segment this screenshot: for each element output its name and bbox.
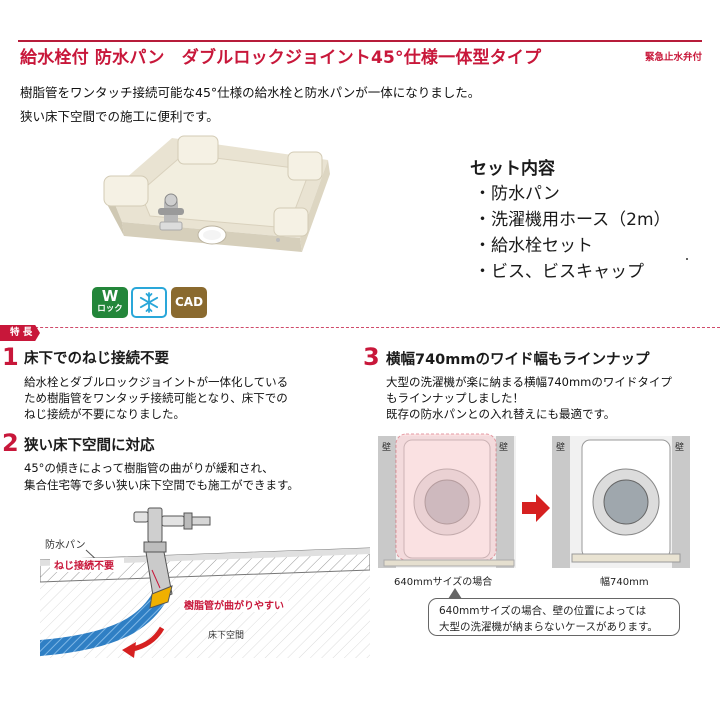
comparison-diagram: 壁 壁 壁 壁 640mmサイズの場合 幅740mm <box>378 433 690 588</box>
feature-1-body-1: 給水栓とダブルロックジョイントが一体化している <box>24 375 289 389</box>
feature-1-title: 床下でのねじ接続不要 <box>24 351 169 367</box>
set-contents-title: セット内容 <box>470 159 555 179</box>
feature-2-body-2: 集合住宅等で多い狭い床下空間でも施工ができます。 <box>24 478 299 492</box>
compare-left-wall-2: 壁 <box>499 441 508 453</box>
pipe-floor-label: 床下空間 <box>208 629 244 641</box>
w-lock-badge: W ロック <box>92 287 128 318</box>
feature-1-body-3: ねじ接続が不要になりました。 <box>24 407 185 421</box>
features-tag: 特 長 <box>0 325 40 341</box>
pipe-bend-label: 樹脂管が曲がりやすい <box>184 599 284 612</box>
feature-1-number: 1 <box>2 343 19 371</box>
cad-badge: CAD <box>171 287 207 318</box>
page-title: 給水栓付 防水パン ダブルロックジョイント45°仕様一体型タイプ <box>20 48 542 68</box>
set-item-faucet: ・給水栓セット <box>474 236 593 256</box>
page-subtitle: 緊急止水弁付 <box>645 52 703 63</box>
snowflake-icon <box>139 292 159 313</box>
compare-right-wall-2: 壁 <box>675 441 684 453</box>
compare-left-caption: 640mmサイズの場合 <box>394 575 492 588</box>
compare-left-wall-1: 壁 <box>382 441 391 453</box>
intro-line-1: 樹脂管をワンタッチ接続可能な45°仕様の給水栓と防水パンが一体になりました。 <box>20 85 481 100</box>
feature-3-body-3: 既存の防水パンとの入れ替えにも最適です。 <box>386 407 616 421</box>
set-item-hose: ・洗濯機用ホース（2m） <box>474 210 671 230</box>
intro-line-2: 狭い床下空間での施工に便利です。 <box>20 109 219 124</box>
compare-right-caption: 幅740mm <box>600 575 649 588</box>
w-lock-badge-text: ロック <box>97 304 123 314</box>
feature-2-body-1: 45°の傾きによって樹脂管の曲がりが緩和され、 <box>24 461 274 475</box>
set-item-pan: ・防水パン <box>474 184 560 204</box>
note-line-1: 640mmサイズの場合、壁の位置によっては <box>439 605 647 617</box>
feature-3-number: 3 <box>363 343 380 371</box>
features-divider <box>0 327 720 328</box>
feature-3-title: 横幅740mmのワイド幅もラインナップ <box>386 352 650 368</box>
product-photo <box>103 135 330 252</box>
note-callout: 640mmサイズの場合、壁の位置によっては 大型の洗濯機が納まらないケースがあり… <box>428 598 680 636</box>
snowflake-badge <box>131 287 167 318</box>
pipe-pan-label: 防水パン <box>45 538 86 551</box>
feature-2-title: 狭い床下空間に対応 <box>24 438 155 454</box>
feature-3-body-2: もラインナップしました！ <box>386 391 524 405</box>
pipe-no-screw-label: ねじ接続不要 <box>54 559 114 572</box>
feature-3-body-1: 大型の洗濯機が楽に納まる横幅740mmのワイドタイプ <box>386 375 672 389</box>
callout-tail <box>448 588 462 599</box>
w-lock-badge-w: W <box>101 287 119 305</box>
set-item-screws: ・ビス、ビスキャップ <box>474 262 644 282</box>
feature-1-body-2: ため樹脂管をワンタッチ接続可能となり、床下での <box>24 391 288 405</box>
feature-2-number: 2 <box>2 429 19 457</box>
compare-right-wall-1: 壁 <box>556 441 565 453</box>
stray-dot <box>686 258 688 260</box>
note-line-2: 大型の洗濯機が納まらないケースがあります。 <box>439 621 658 633</box>
title-rule <box>18 40 702 42</box>
pipe-diagram: 防水パン ねじ接続不要 樹脂管が曲がりやすい 床下空間 <box>40 507 370 658</box>
